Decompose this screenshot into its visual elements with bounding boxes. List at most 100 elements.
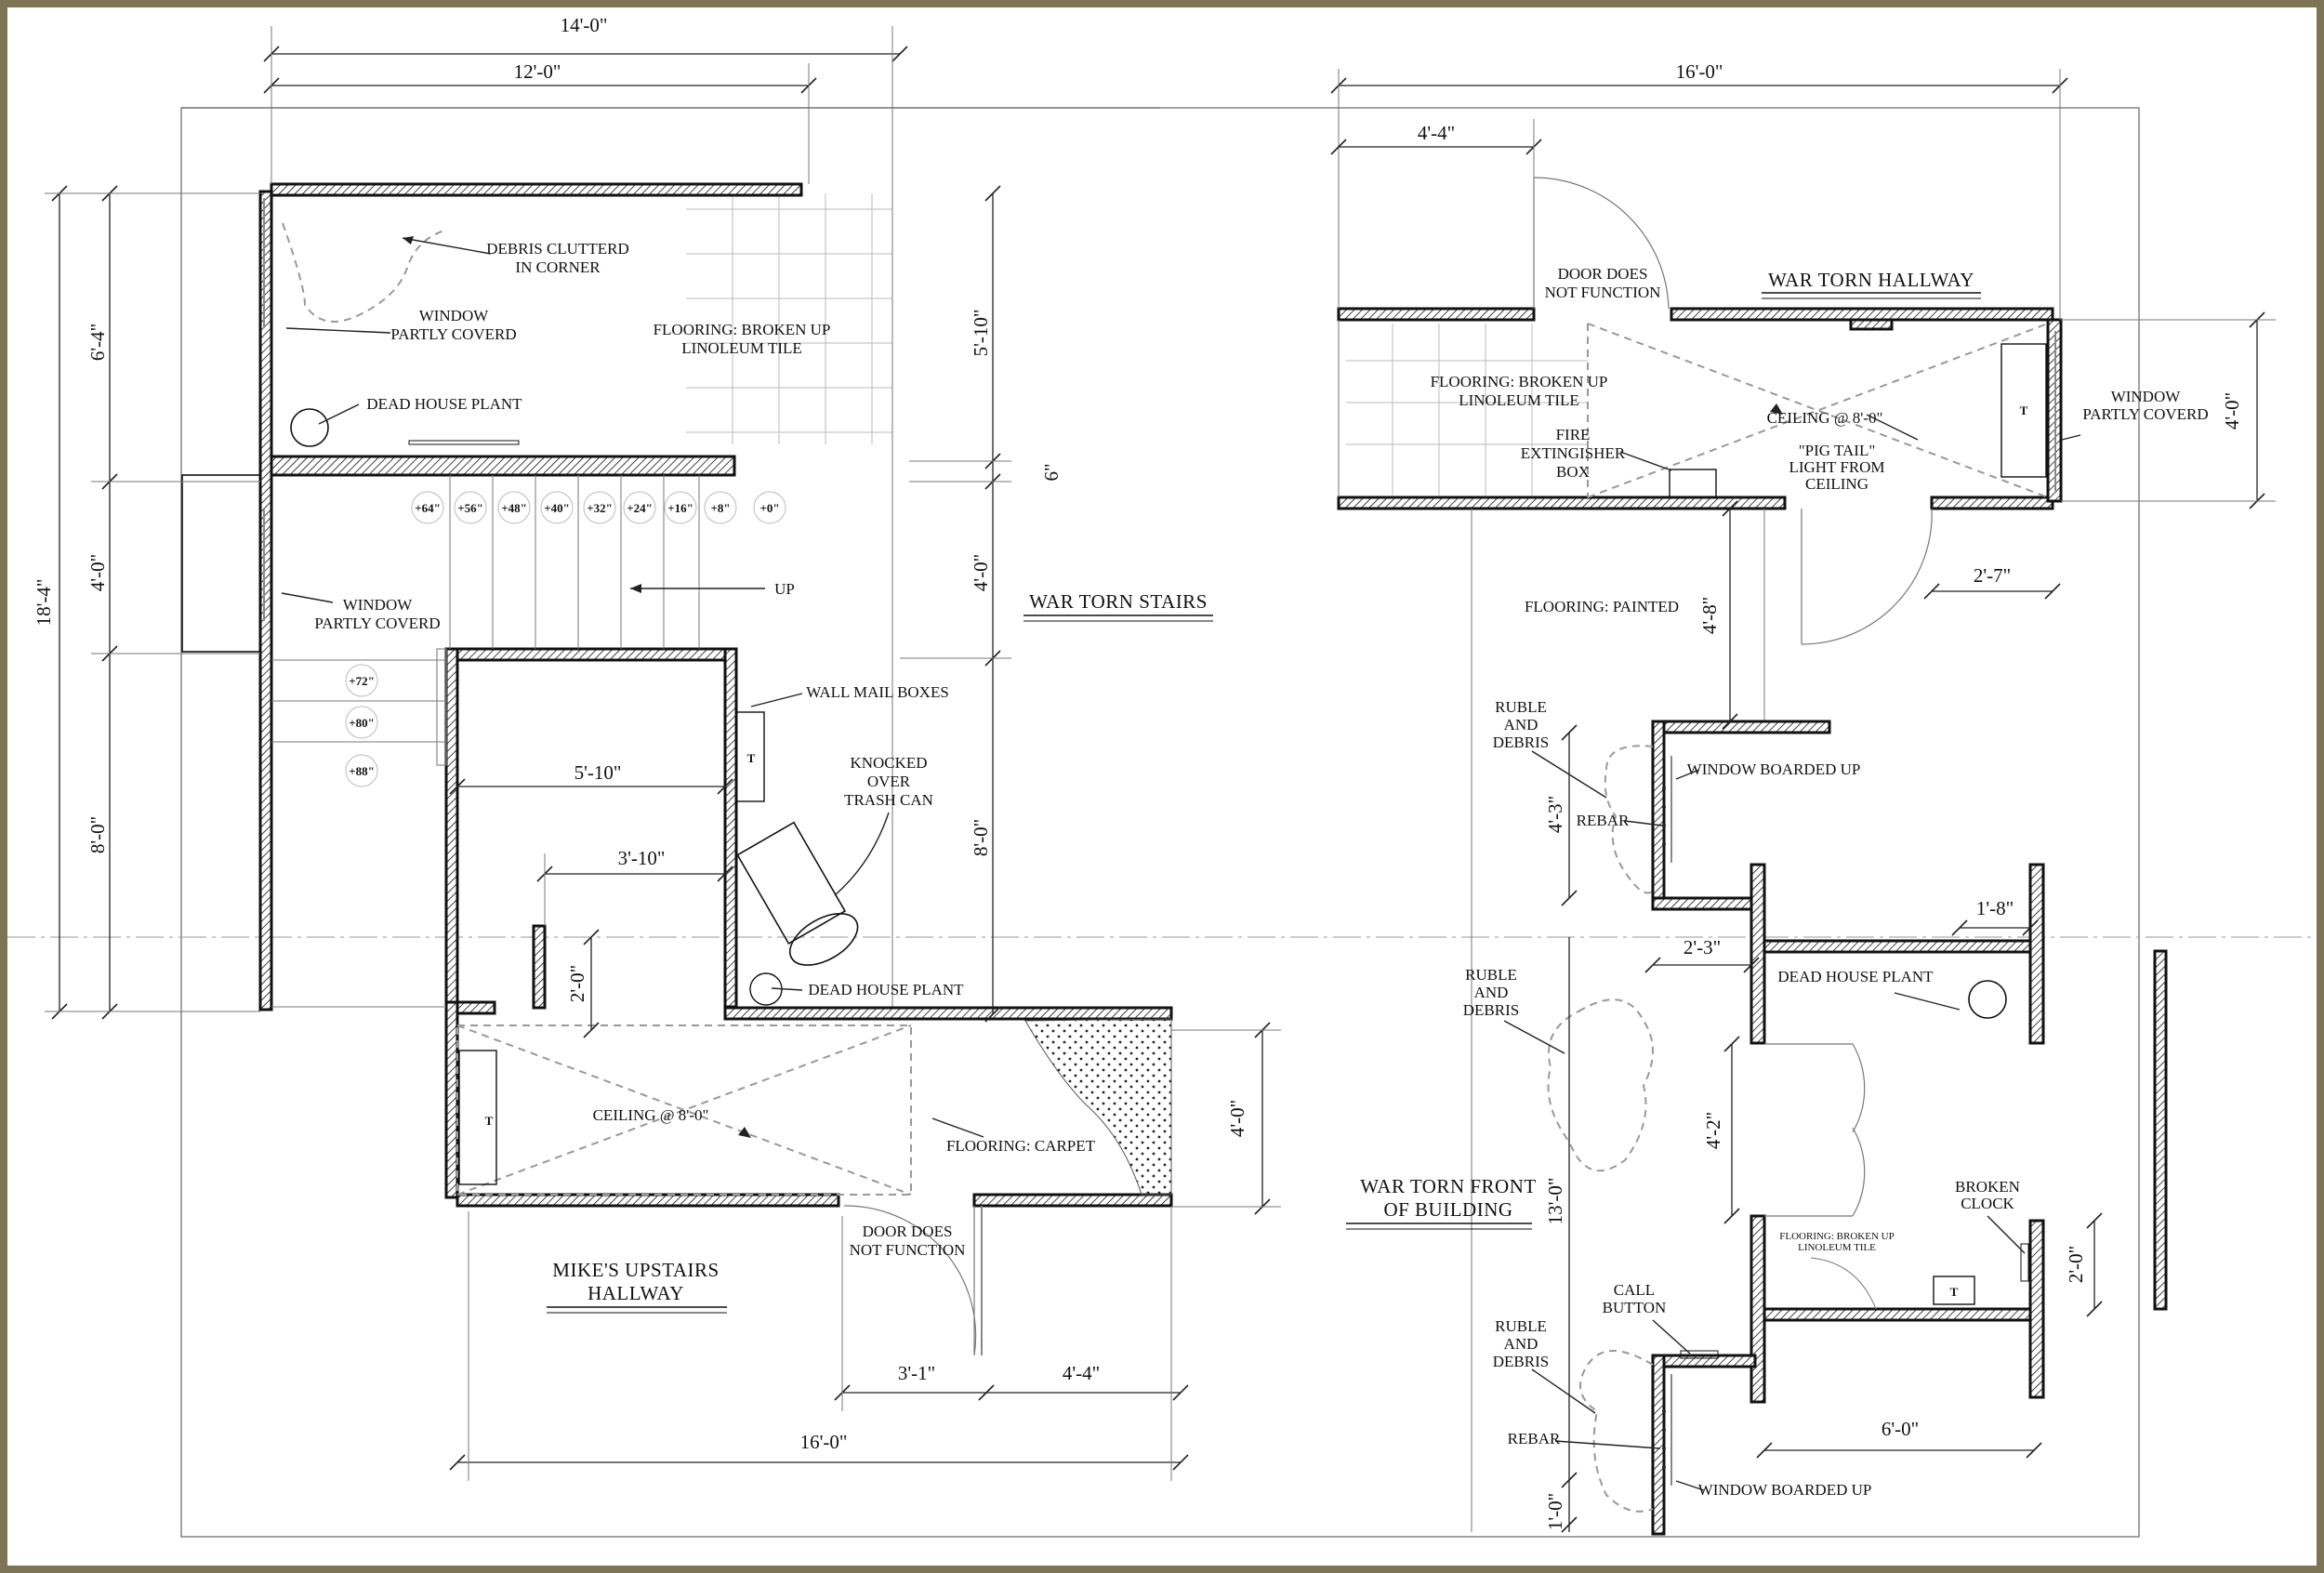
wall-hall-bottom-b [972,1193,1173,1208]
ruble-outline-1 [1604,745,1654,894]
svg-text:T: T [485,1114,494,1128]
r-dim-1-8: 1'-8" [1976,897,2014,919]
r-wall-bottom-b [1930,496,2054,510]
wall-stub [532,924,547,1010]
label-plant-2: DEAD HOUSE PLANT [808,981,964,998]
r-t-box [2000,343,2047,478]
r-dim-4-8: 4'-8" [1698,597,1721,634]
dim-6in: 6" [1040,463,1063,481]
f-wall-4 [1750,863,1766,1045]
r-dim-1-0: 1'-0" [1544,1493,1566,1530]
ruble-outline-2 [1547,998,1654,1172]
hall-door [843,1205,983,1356]
svg-text:+48": +48" [501,501,527,515]
r-label-rebar-2: REBAR [1508,1430,1561,1447]
svg-text:T: T [2020,403,2028,417]
front-t-box [1933,1276,1975,1305]
r-label-boarded-2: WINDOW BOARDED UP [1698,1481,1872,1499]
f-wall-7 [1750,1214,1766,1404]
hall-ceiling-dash [456,1024,912,1196]
shelf [408,440,520,445]
r-label-painted: FLOORING: PAINTED [1525,598,1679,615]
wall-lobby-left [444,647,459,1004]
wall-stub-b [456,1000,496,1015]
dim-2-0: 2'-0" [566,965,588,1002]
r-dim-4-3: 4'-3" [1544,796,1566,833]
wall-left [258,190,273,1011]
f-wall-10 [1651,1354,1757,1368]
r-label-boarded-1: WINDOW BOARDED UP [1687,760,1861,778]
r-wall-top-a [1337,307,1536,322]
wall-top [270,182,803,197]
label-ceiling: CEILING @ 8'-0" [593,1106,709,1124]
wall-lobby-right [723,647,738,1009]
mailbox [735,711,765,802]
dim-3-10: 3'-10" [618,847,666,869]
r-dim-4-4: 4'-4" [1418,122,1455,144]
label-plant-1: DEAD HOUSE PLANT [366,395,522,413]
wall-hall-top [723,1006,1173,1021]
wall-hall-left [444,1000,459,1199]
r-dim-2-3: 2'-3" [1684,936,1721,958]
debris-outline [282,222,445,323]
svg-text:+8": +8" [710,501,730,515]
clock-mark [2020,1243,2029,1282]
label-up: UP [774,580,795,598]
f-wall-8 [1763,1307,2036,1322]
front-double-door [1764,1043,1866,1217]
f-wall-3 [1651,896,1757,911]
hall-t-box [458,1050,497,1185]
drawing-sheet: +64" +56" +48" +40" +32" +24" +16" +8" +… [7,7,2317,1566]
r-dim-16-0: 16'-0" [1676,60,1723,83]
stair-treads [271,475,700,1008]
dim-14-0: 14'-0" [561,14,608,36]
dim-3-1: 3'-1" [898,1362,935,1384]
svg-text:+64": +64" [415,501,441,515]
f-wall-9 [2028,1219,2045,1399]
window-bump [181,474,261,653]
r-dim-4-0: 4'-0" [2221,392,2243,430]
stair-elevation-marks: +64" +56" +48" +40" +32" +24" +16" +8" +… [345,491,786,787]
r-wall-stub [1849,318,1894,331]
dim-16-0: 16'-0" [800,1431,848,1453]
svg-text:+24": +24" [627,501,653,515]
left-dimensions [45,26,1281,1481]
f-wall-6 [2028,863,2045,1045]
r-dim-13-0: 13'-0" [1544,1178,1566,1225]
svg-text:+16": +16" [667,501,693,515]
stair-curve [1810,1257,1877,1310]
right-plan: T [1330,60,2276,1536]
dim-5-10v: 5'-10" [970,310,992,357]
wall-hall-bottom-a [456,1193,840,1208]
svg-text:+40": +40" [544,501,570,515]
f-wall-2 [1651,720,1666,909]
r-label-rebar-1: REBAR [1577,812,1630,829]
r-dim-2-7: 2'-7" [1974,564,2011,587]
carpet-area [1024,1018,1172,1196]
title-war-torn-hallway: WAR TORN HALLWAY [1768,269,1974,291]
floor-plan-svg: +64" +56" +48" +40" +32" +24" +16" +8" +… [7,14,2317,1538]
wall-lobby-top [444,647,738,662]
label-mailboxes: WALL MAIL BOXES [806,683,949,701]
rebar-dots-1 [1662,786,1666,846]
r-top-door [1533,177,1933,645]
ruble-outline-3 [1579,1350,1654,1513]
r-dim-2-0: 2'-0" [2065,1246,2087,1283]
label-carpet: FLOORING: CARPET [946,1137,1096,1155]
dim-4-0a: 4'-0" [86,554,109,591]
